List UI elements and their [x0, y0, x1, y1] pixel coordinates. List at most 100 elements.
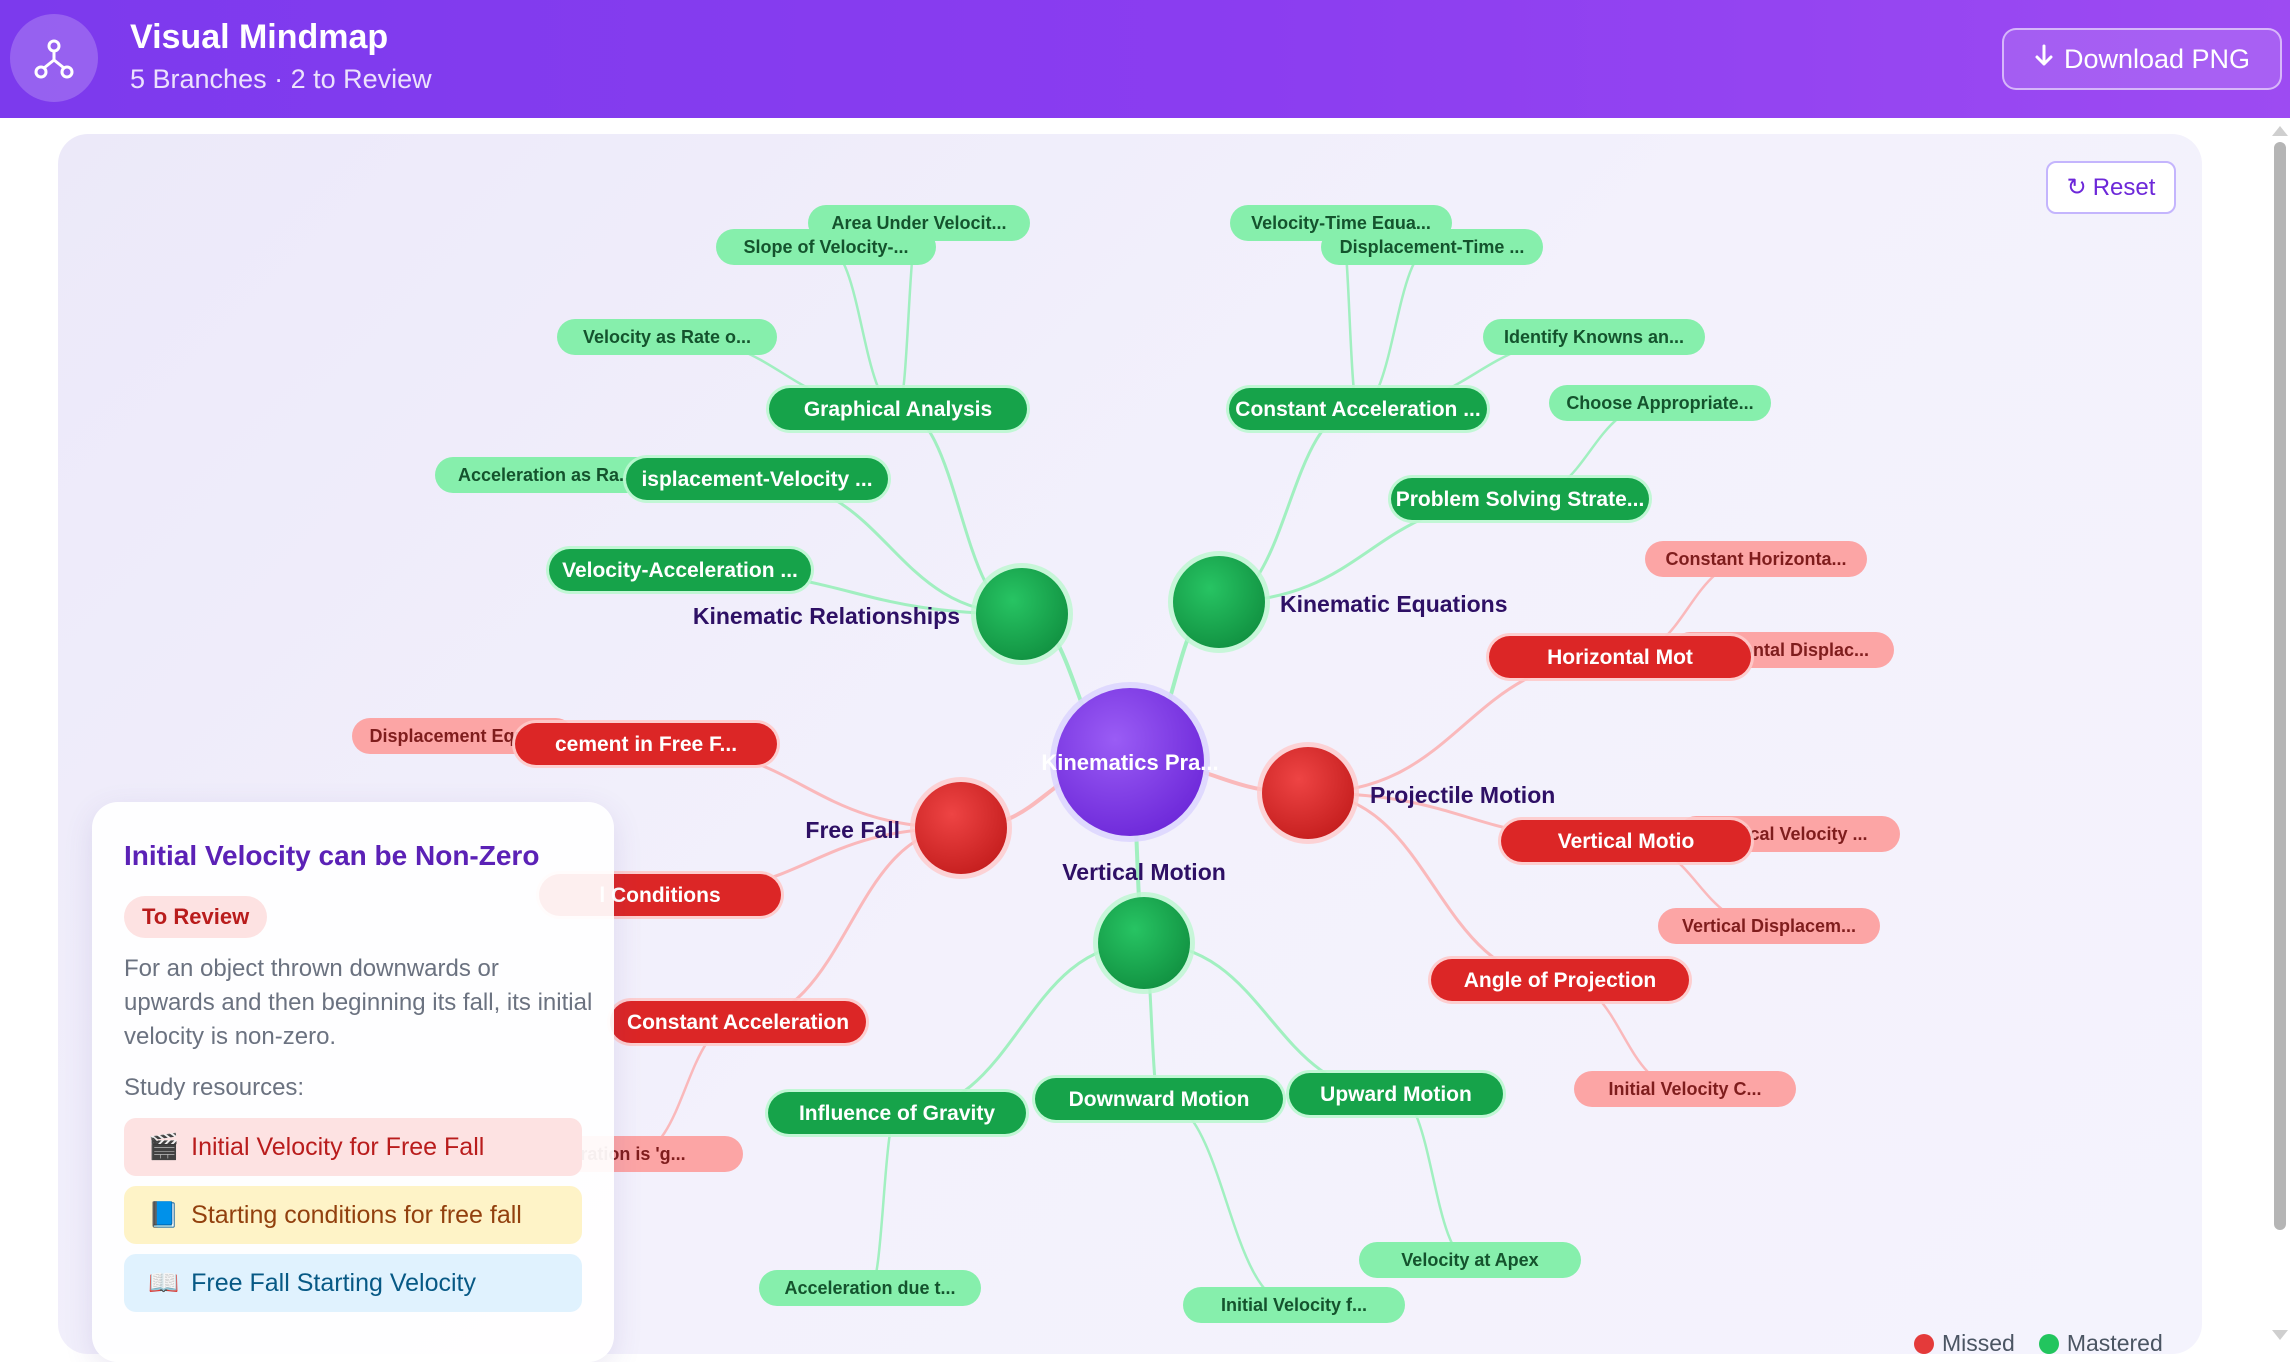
subtopic-node-ps[interactable]: Problem Solving Strate... [1388, 475, 1652, 523]
node-label: Velocity at Apex [1401, 1250, 1538, 1270]
node-label: Acceleration as Ra... [458, 465, 634, 485]
download-png-button[interactable]: Download PNG [2002, 28, 2282, 90]
leaf-node-dte[interactable]: Displacement-Time ... [1321, 229, 1543, 265]
branch-label: Kinematic Equations [1280, 591, 1507, 617]
resource-link-article[interactable]: 📖 Free Fall Starting Velocity [124, 1254, 582, 1312]
leaf-node-ivf[interactable]: Initial Velocity f... [1183, 1287, 1405, 1323]
reset-button[interactable]: ↻ Reset [2046, 161, 2176, 214]
node-label: Constant Acceleration [627, 1011, 849, 1034]
scrollbar-thumb[interactable] [2274, 142, 2286, 1230]
node-label: Constant Horizonta... [1666, 549, 1847, 569]
subtopic-node-va[interactable]: Velocity-Acceleration ... [546, 546, 814, 594]
branch-node-pm[interactable]: Projectile Motion [1257, 742, 1555, 844]
node-label: Choose Appropriate... [1566, 393, 1753, 413]
legend-mastered-label: Mastered [2066, 1330, 2163, 1356]
node-label: Identify Knowns an... [1504, 327, 1684, 347]
resources-label: Study resources: [124, 1074, 305, 1101]
node-label: Vertical Motio [1558, 830, 1695, 853]
branch-node-ff[interactable]: Free Fall [805, 777, 1012, 879]
resource-label: Initial Velocity for Free Fall [191, 1132, 485, 1161]
subtopic-node-cac[interactable]: Constant Acceleration [607, 998, 869, 1046]
subtopic-node-ga[interactable]: Graphical Analysis [766, 385, 1030, 433]
subtopic-node-dv[interactable]: isplacement-Velocity ... [623, 455, 891, 503]
root-label: Kinematics Pra... [1041, 750, 1218, 775]
detail-title: Initial Velocity can be Non-Zero [124, 840, 540, 871]
edge-ca-dte [1357, 245, 1433, 411]
node-label: isplacement-Velocity ... [641, 468, 872, 491]
node-label: Upward Motion [1320, 1083, 1472, 1106]
node-label: Vertical Displacem... [1682, 916, 1856, 936]
node-label: Velocity-Time Equa... [1251, 213, 1431, 233]
subtopic-node-ca[interactable]: Constant Acceleration ... [1226, 385, 1490, 433]
leaf-node-vax[interactable]: Velocity at Apex [1359, 1242, 1581, 1278]
edge-um-vax [1395, 1092, 1471, 1262]
subtopic-node-vmo[interactable]: Vertical Motio [1498, 817, 1754, 865]
detail-description: For an object thrown downwards or upward… [124, 955, 593, 1050]
legend: Missed Mastered [1914, 1330, 2163, 1357]
node-label: Constant Acceleration ... [1235, 398, 1480, 421]
subtopic-node-ap[interactable]: Angle of Projection [1428, 956, 1692, 1004]
branch-label: Kinematic Relationships [693, 603, 960, 629]
reset-label: Reset [2092, 173, 2156, 201]
root-node[interactable]: Kinematics Pra... [1041, 682, 1219, 842]
branch-node-vm[interactable]: Vertical Motion [1062, 859, 1226, 994]
leaf-node-chz[interactable]: Constant Horizonta... [1645, 541, 1867, 577]
missed-dot-icon [1914, 1334, 1934, 1354]
leaf-node-ivc[interactable]: Initial Velocity C... [1574, 1071, 1796, 1107]
detail-panel: Initial Velocity can be Non-Zero To Revi… [92, 802, 614, 1362]
subtopic-node-ig[interactable]: Influence of Gravity [765, 1089, 1029, 1137]
leaf-node-arr[interactable]: Acceleration as Ra... [435, 457, 657, 493]
node-label: Displacement Equat... [369, 726, 556, 746]
branch-node-kr[interactable]: Kinematic Relationships [693, 563, 1073, 665]
branch-node-ke[interactable]: Kinematic Equations [1168, 551, 1507, 653]
mindmap-branch-icon [10, 14, 98, 102]
subtopic-node-dm[interactable]: Downward Motion [1032, 1075, 1286, 1123]
leaf-node-ika[interactable]: Identify Knowns an... [1483, 319, 1705, 355]
leaf-node-vds[interactable]: Vertical Displacem... [1658, 908, 1880, 944]
node-label: Acceleration due t... [784, 1278, 955, 1298]
leaf-node-sov[interactable]: Slope of Velocity-... [716, 229, 936, 265]
resource-label: Free Fall Starting Velocity [191, 1268, 476, 1297]
top-bar: Visual Mindmap 5 Branches · 2 to Review … [0, 0, 2290, 118]
edge-dm-ivf [1158, 1097, 1295, 1307]
scroll-down-icon[interactable] [2272, 1330, 2288, 1340]
edge-ig-adt [868, 1111, 899, 1290]
node-label: Graphical Analysis [804, 398, 992, 421]
node-label: Area Under Velocit... [831, 213, 1006, 233]
branch-label: Projectile Motion [1370, 782, 1555, 808]
node-label: cement in Free F... [555, 733, 737, 756]
node-label: Displacement-Time ... [1340, 237, 1525, 257]
clapperboard-icon: 🎬 [148, 1132, 180, 1161]
node-label: Initial Velocity C... [1608, 1079, 1761, 1099]
node-label: Velocity-Acceleration ... [562, 559, 798, 582]
scroll-up-icon[interactable] [2272, 126, 2288, 136]
legend-missed-label: Missed [1942, 1330, 2015, 1356]
node-label: Problem Solving Strate... [1396, 488, 1645, 511]
mastered-dot-icon [2038, 1334, 2059, 1354]
leaf-node-vrt[interactable]: Velocity as Rate o... [557, 319, 777, 355]
leaf-node-cap[interactable]: Choose Appropriate... [1549, 385, 1771, 421]
branch-label: Free Fall [805, 817, 900, 843]
resource-label: Starting conditions for free fall [191, 1200, 522, 1229]
legend-missed: Missed [1914, 1330, 2015, 1357]
leaf-node-adt[interactable]: Acceleration due t... [759, 1270, 981, 1306]
book-icon: 📘 [148, 1200, 180, 1229]
resource-link-book[interactable]: 📘 Starting conditions for free fall [124, 1186, 582, 1244]
node-label: Downward Motion [1069, 1088, 1250, 1111]
download-arrow-icon [2034, 44, 2054, 75]
subtopic-node-dff[interactable]: cement in Free F... [512, 720, 780, 768]
subtopic-node-um[interactable]: Upward Motion [1286, 1070, 1506, 1118]
resource-link-video[interactable]: 🎬 Initial Velocity for Free Fall [124, 1118, 582, 1176]
open-book-icon: 📖 [148, 1268, 180, 1297]
node-label: Influence of Gravity [799, 1102, 995, 1125]
app-subtitle: 5 Branches · 2 to Review [130, 64, 432, 94]
status-badge: To Review [124, 896, 268, 938]
node-label: l Conditions [599, 884, 720, 907]
node-label: Horizontal Mot [1547, 646, 1693, 669]
node-label: Slope of Velocity-... [743, 237, 908, 257]
branch-label: Vertical Motion [1062, 859, 1226, 885]
legend-mastered: Mastered [2038, 1330, 2163, 1357]
subtopic-node-hm[interactable]: Horizontal Mot [1486, 633, 1754, 681]
edge-ga-sov [825, 245, 899, 411]
